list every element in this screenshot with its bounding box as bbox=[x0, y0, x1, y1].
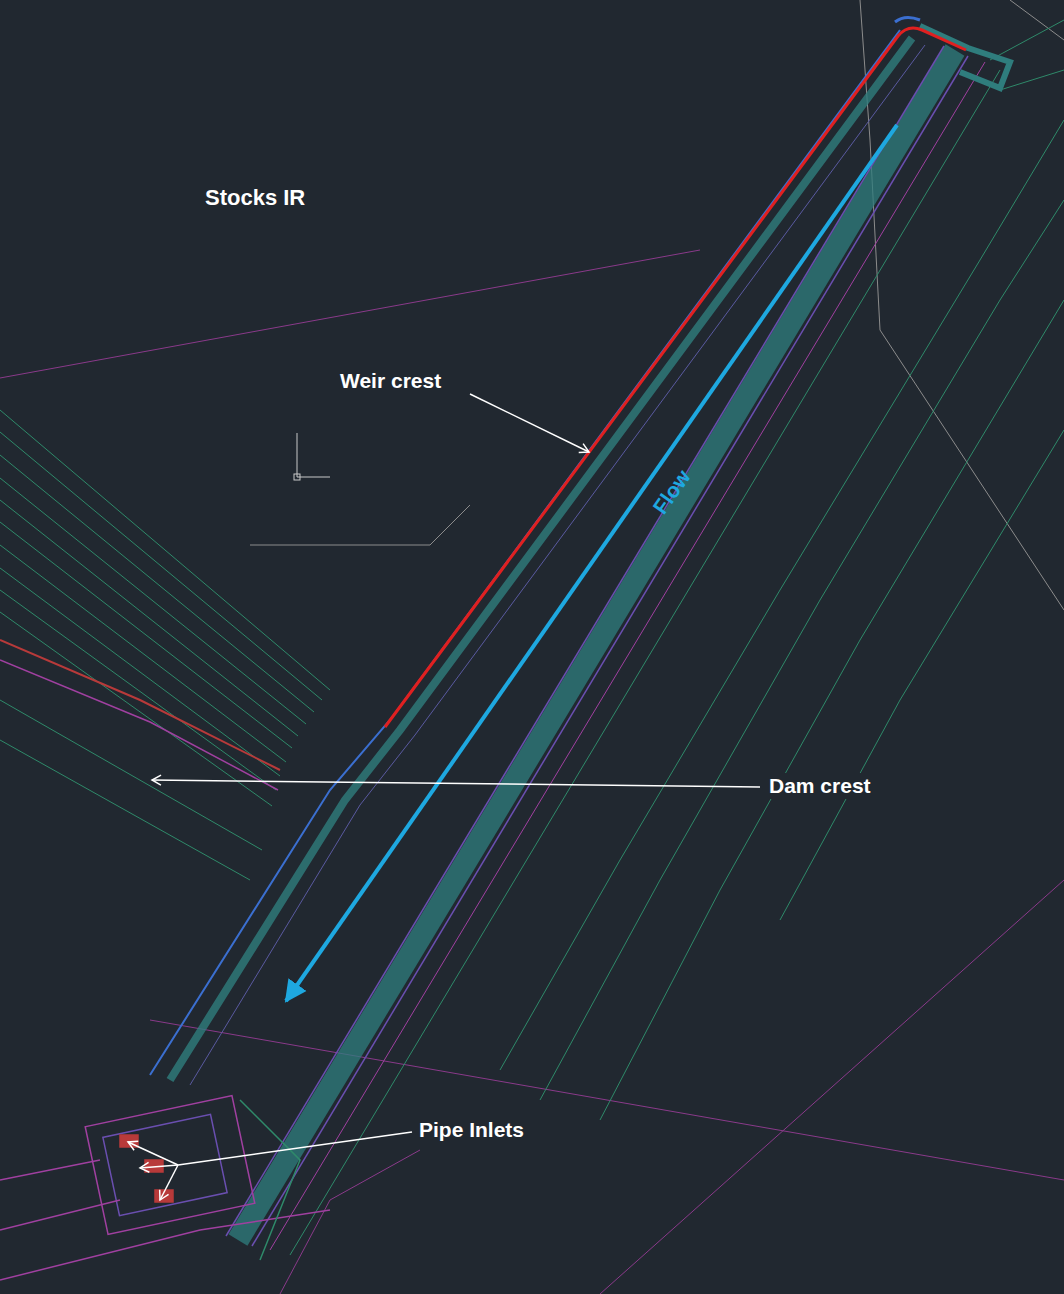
embankment bbox=[238, 50, 955, 1240]
ucs-axes bbox=[297, 433, 330, 477]
embankment-edge bbox=[226, 46, 944, 1236]
contour bbox=[0, 612, 272, 806]
leader-line bbox=[140, 1165, 178, 1168]
crest-edge bbox=[0, 660, 278, 790]
leader-line bbox=[128, 1142, 178, 1165]
callout-label: Dam crest bbox=[766, 773, 874, 799]
outlet-structure bbox=[0, 1096, 330, 1280]
structure-line bbox=[240, 1100, 300, 1260]
contour bbox=[500, 120, 1064, 1070]
ucs-origin bbox=[294, 474, 300, 480]
fence-line bbox=[250, 505, 470, 545]
contour bbox=[0, 545, 286, 762]
site-name: Stocks IR bbox=[202, 184, 308, 211]
leader-line bbox=[470, 394, 589, 452]
structure-outline bbox=[103, 1114, 227, 1215]
spillway-channel bbox=[150, 17, 1010, 1255]
channel-wall bbox=[170, 38, 912, 1080]
callout-label: Pipe Inlets bbox=[416, 1117, 527, 1143]
contour bbox=[540, 200, 1064, 1100]
contour bbox=[0, 500, 298, 736]
leader-line bbox=[152, 780, 760, 787]
contour bbox=[0, 522, 292, 748]
leader-lines bbox=[128, 394, 760, 1200]
contour bbox=[0, 478, 306, 724]
flow-label: Flow bbox=[646, 462, 698, 521]
structure-line bbox=[0, 1160, 330, 1280]
contour bbox=[0, 455, 314, 712]
contour bbox=[780, 430, 1064, 920]
contour bbox=[0, 740, 250, 880]
leader-line bbox=[178, 1132, 412, 1165]
channel-corner bbox=[895, 17, 920, 22]
contour bbox=[0, 568, 280, 776]
ucs-icon bbox=[294, 433, 330, 480]
embankment-edge bbox=[252, 56, 968, 1246]
boundary-line bbox=[0, 250, 700, 378]
structure-outline bbox=[85, 1096, 255, 1235]
embankment-edge bbox=[290, 70, 1000, 1255]
leader-line bbox=[160, 1165, 178, 1200]
fence-line bbox=[1010, 0, 1064, 40]
contour bbox=[1000, 70, 1064, 90]
boundary-line bbox=[600, 880, 1064, 1294]
embankment-edge bbox=[270, 62, 985, 1250]
crest-edge bbox=[0, 640, 280, 770]
contour bbox=[0, 590, 276, 790]
channel-wall bbox=[190, 45, 925, 1085]
boundary-line bbox=[280, 1150, 420, 1294]
contour-lines bbox=[0, 410, 330, 880]
contour bbox=[600, 300, 1064, 1120]
weir-crest-line bbox=[385, 28, 966, 727]
flow-arrow bbox=[286, 125, 897, 1001]
contour bbox=[990, 20, 1064, 60]
contour bbox=[0, 700, 262, 850]
callout-label: Weir crest bbox=[337, 368, 444, 394]
contour bbox=[0, 410, 330, 690]
